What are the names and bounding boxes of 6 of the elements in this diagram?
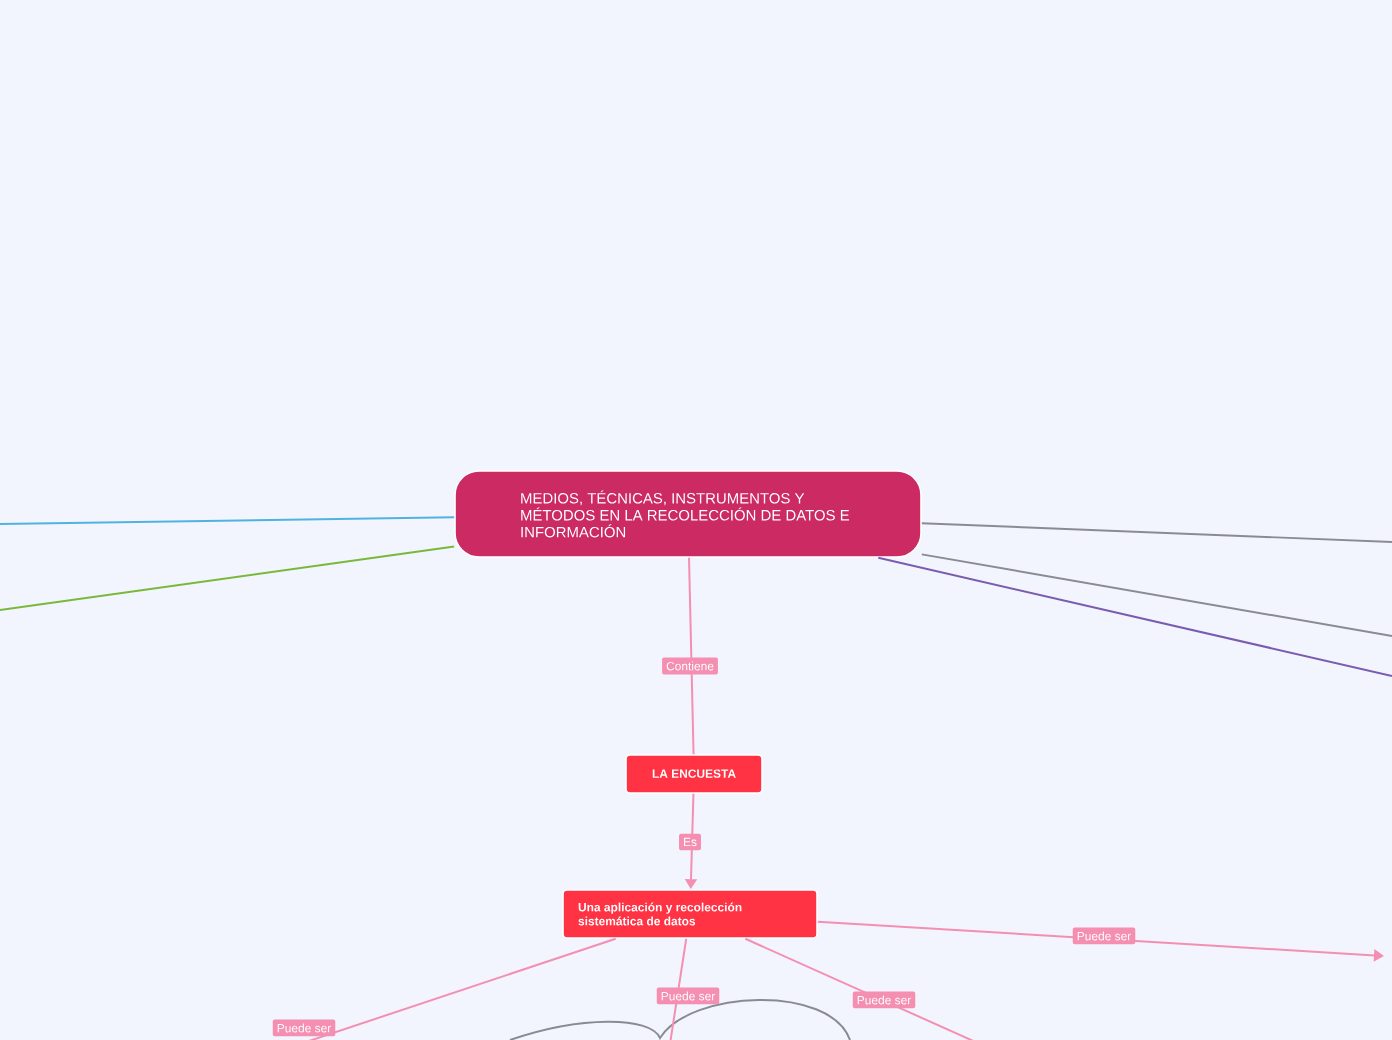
connector-line xyxy=(877,556,1392,677)
connector-line xyxy=(0,516,456,525)
connector-line xyxy=(0,545,456,611)
connector-line xyxy=(920,522,1392,543)
connector-line xyxy=(688,556,695,756)
connector-line xyxy=(920,553,1392,637)
